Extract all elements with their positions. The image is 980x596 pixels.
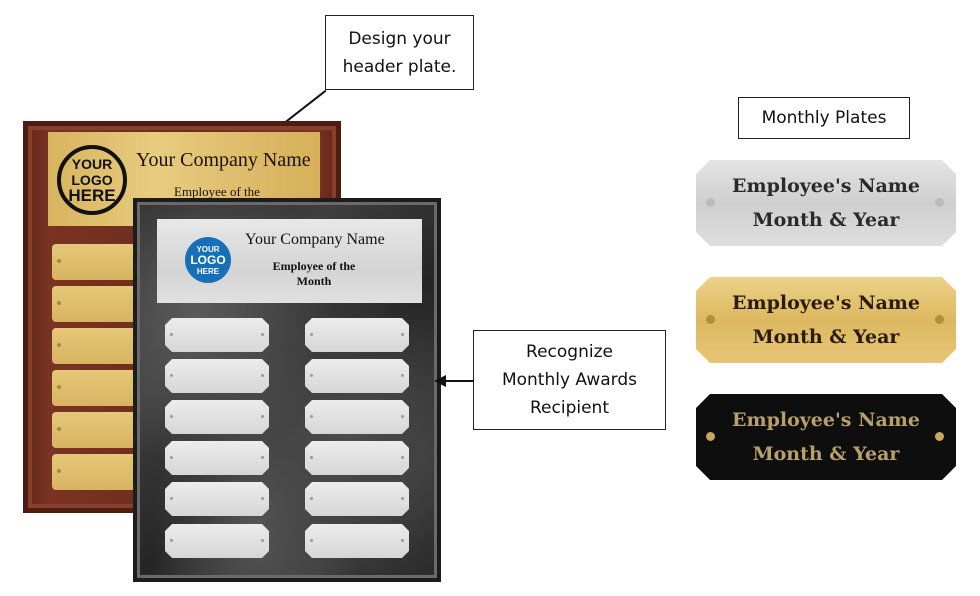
- plate-line: Month & Year: [752, 326, 900, 348]
- plate-line: Employee's Name: [732, 292, 920, 314]
- logo-text: YOUR: [71, 156, 113, 172]
- logo-placeholder: YOUR LOGO HERE: [57, 145, 127, 215]
- screw-icon: [706, 198, 715, 207]
- silver-name-plate: [305, 524, 409, 558]
- silver-name-plate: [305, 318, 409, 352]
- plate-line: Employee's Name: [732, 175, 920, 197]
- silver-name-plate: [305, 359, 409, 393]
- logo-text: HERE: [68, 186, 116, 205]
- callout-line: Recipient: [530, 398, 609, 418]
- plaque-subtitle: Employee of the: [174, 184, 260, 199]
- silver-name-plate: [165, 524, 269, 558]
- silver-name-plate: [165, 318, 269, 352]
- silver-name-plate: [165, 441, 269, 475]
- gold-name-plate: [52, 370, 142, 406]
- screw-icon: [706, 432, 715, 441]
- black-plate: Employee's Name Month & Year: [696, 394, 956, 480]
- awards-arrow: [444, 380, 474, 382]
- monthly-awards-callout: Recognize Monthly Awards Recipient: [473, 330, 666, 430]
- gold-name-plate: [52, 244, 142, 280]
- subtitle-line: Month: [296, 274, 332, 288]
- plaque-subtitle: Employee of the Month: [266, 259, 362, 289]
- silver-name-plate: [305, 441, 409, 475]
- logo-placeholder: YOUR LOGO HERE: [185, 237, 231, 283]
- silver-name-plate: [305, 482, 409, 516]
- screw-icon: [706, 315, 715, 324]
- callout-line: header plate.: [342, 56, 457, 77]
- callout-line: Monthly Awards: [501, 370, 638, 390]
- logo-text: YOUR: [196, 244, 220, 254]
- screw-icon: [935, 198, 944, 207]
- gold-name-plate: [52, 412, 142, 448]
- plate-line: Month & Year: [752, 443, 900, 465]
- logo-text: LOGO: [190, 252, 226, 267]
- monthly-plates-label: Monthly Plates: [738, 97, 910, 139]
- gold-plate: Employee's Name Month & Year: [696, 277, 956, 363]
- callout-line: Design your: [348, 28, 451, 49]
- silver-name-plate: [165, 359, 269, 393]
- label-text: Monthly Plates: [761, 108, 887, 128]
- callout-line: Recognize: [526, 342, 613, 362]
- logo-text: LOGO: [71, 172, 113, 188]
- company-name: Your Company Name: [136, 149, 311, 171]
- silver-name-plate: [165, 482, 269, 516]
- logo-text: HERE: [196, 266, 220, 276]
- plate-line: Month & Year: [752, 209, 900, 231]
- silver-plate: Employee's Name Month & Year: [696, 160, 956, 246]
- gold-name-plate: [52, 454, 142, 490]
- subtitle-line: Employee of the: [272, 259, 356, 273]
- company-name: Your Company Name: [245, 231, 385, 248]
- silver-name-plate: [165, 400, 269, 434]
- silver-name-plate: [305, 400, 409, 434]
- plate-line: Employee's Name: [732, 409, 920, 431]
- gold-name-plate: [52, 328, 142, 364]
- screw-icon: [935, 315, 944, 324]
- screw-icon: [935, 432, 944, 441]
- gold-name-plate: [52, 286, 142, 322]
- arrow-head-icon: [434, 375, 446, 387]
- header-plate-callout: Design your header plate.: [325, 15, 474, 90]
